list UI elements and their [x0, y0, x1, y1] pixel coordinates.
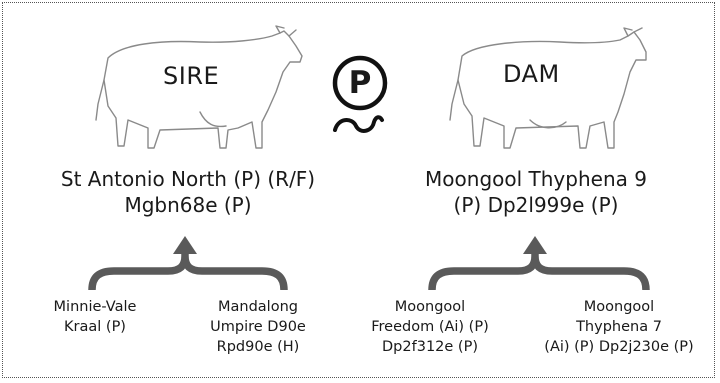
sire-name: St Antonio North (P) (R/F) Mgbn68e (P): [28, 167, 348, 218]
sire-bracket-arrow: [88, 247, 288, 291]
sire-role-label: SIRE: [163, 62, 220, 90]
parent-line: Umpire D90e: [210, 319, 306, 335]
sire-bull-outline-icon: [95, 25, 303, 149]
pedigree-frame: [2, 2, 715, 378]
dam-role-label: DAM: [503, 60, 560, 88]
parent-line: Kraal (P): [64, 319, 126, 335]
dam-cow-outline-icon: [449, 27, 647, 149]
sire-arrow-head-icon: [173, 236, 197, 254]
parent-line: (Ai) (P) Dp2j230e (P): [544, 339, 694, 355]
parent-line: Minnie-Vale: [53, 299, 137, 315]
parent-line: Freedom (Ai) (P): [371, 319, 489, 335]
dam-arrow-head-icon: [523, 236, 547, 254]
parent-line: Moongool: [394, 299, 466, 315]
dam-name: Moongool Thyphena 9 (P) Dp2l999e (P): [386, 167, 686, 218]
polled-symbol-letter: P: [348, 65, 372, 101]
parent-line: Mandalong: [218, 299, 298, 315]
parent-line: Thyphena 7: [576, 319, 662, 335]
sire-name-line2: Mgbn68e (P): [124, 192, 252, 217]
dam-bracket-arrow: [428, 247, 650, 291]
dam-name-line2: (P) Dp2l999e (P): [453, 192, 619, 217]
polled-symbol-icon: [332, 55, 388, 133]
parent-line: Moongool: [583, 299, 655, 315]
dam-name-line1: Moongool Thyphena 9: [425, 167, 647, 191]
dam-dam-parent: Moongool Thyphena 7 (Ai) (P) Dp2j230e (P…: [525, 297, 713, 357]
parent-line: Rpd90e (H): [216, 339, 300, 355]
parent-line: Dp2f312e (P): [382, 339, 478, 355]
sire-name-line1: St Antonio North (P) (R/F): [60, 167, 316, 191]
dam-sire-parent: Moongool Freedom (Ai) (P) Dp2f312e (P): [350, 297, 510, 357]
sire-sire-parent: Minnie-Vale Kraal (P): [30, 297, 160, 337]
sire-dam-parent: Mandalong Umpire D90e Rpd90e (H): [188, 297, 328, 357]
